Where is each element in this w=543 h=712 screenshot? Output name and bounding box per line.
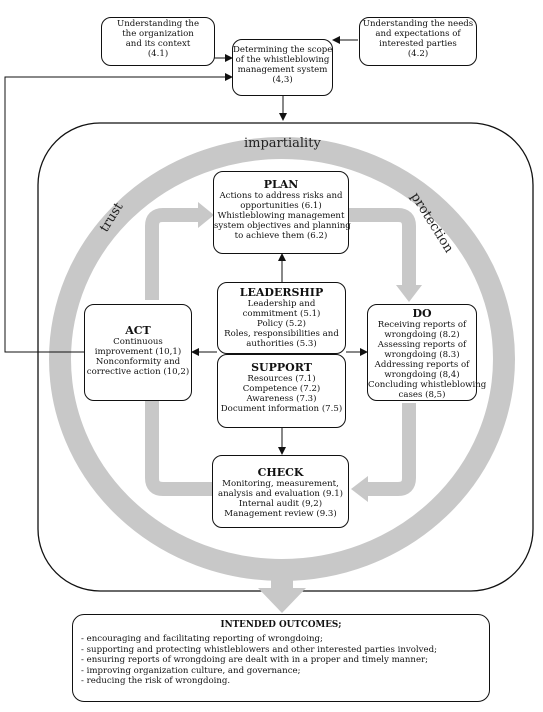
do-line: cases (8,5) xyxy=(398,390,446,400)
do-box: DO Receiving reports of wrongdoing (8.2)… xyxy=(367,304,487,401)
scope-line: of the whistleblowing xyxy=(235,55,330,65)
outcomes-title: INTENDED OUTCOMES; xyxy=(220,620,342,630)
interested-parties-line: interested parties xyxy=(379,39,457,49)
interested-parties-line: and expectations of xyxy=(375,29,461,39)
org-context-line: (4.1) xyxy=(147,49,169,59)
check-line: Management review (9.3) xyxy=(224,509,337,519)
support-line: Resources (7.1) xyxy=(247,374,316,384)
leadership-title: LEADERSHIP xyxy=(239,286,324,299)
org-context-line: and its context xyxy=(125,39,191,49)
check-title: CHECK xyxy=(257,466,304,479)
do-line: wrongdoing (8.2) xyxy=(384,330,460,340)
support-box: SUPPORT Resources (7.1) Competence (7.2)… xyxy=(217,354,346,428)
do-line: Receiving reports of xyxy=(377,320,467,330)
plan-line: Actions to address risks and xyxy=(219,191,343,201)
act-line: improvement (10,1) xyxy=(94,347,182,357)
outcome-item: - encouraging and facilitating reporting… xyxy=(81,634,323,644)
leadership-line: Policy (5.2) xyxy=(257,319,306,329)
interested-parties-line: Understanding the needs xyxy=(362,19,474,29)
act-title: ACT xyxy=(125,324,151,337)
act-line: Nonconformity and xyxy=(95,357,181,367)
outcome-item: - supporting and protecting whistleblowe… xyxy=(81,644,438,655)
support-line: Document information (7.5) xyxy=(220,404,343,414)
leadership-line: Roles, responsibilities and xyxy=(224,329,339,339)
act-line: Continuous xyxy=(113,337,163,347)
pdca-cycle-arrows xyxy=(145,208,416,496)
act-feedback-line xyxy=(4,73,233,353)
support-line: Competence (7.2) xyxy=(242,384,321,394)
do-line: wrongdoing (8,4) xyxy=(384,370,460,380)
do-to-check-arrow xyxy=(368,403,416,496)
plan-to-do-arrow xyxy=(348,208,416,285)
interested-parties-line: (4.2) xyxy=(407,49,429,59)
ring-label-impartiality: impartiality xyxy=(244,136,321,151)
plan-line: to achieve them (6.2) xyxy=(234,231,328,241)
do-line: Addressing reports of xyxy=(374,360,470,370)
act-line: corrective action (10,2) xyxy=(86,367,190,377)
plan-line: system objectives and planning xyxy=(214,221,351,231)
plan-line: Whistleblowing management xyxy=(217,211,345,221)
do-line: Assessing reports of xyxy=(377,340,467,350)
do-to-check-head xyxy=(351,476,368,502)
check-line: analysis and evaluation (9.1) xyxy=(217,489,344,499)
act-box: ACT Continuous improvement (10,1) Noncon… xyxy=(84,304,192,401)
do-line: Concluding whistleblowing xyxy=(368,380,487,390)
leadership-line: authorities (5.3) xyxy=(246,339,317,349)
check-to-act-arrow xyxy=(145,387,212,496)
leadership-line: commitment (5.1) xyxy=(242,309,321,319)
scope-box: Determining the scope of the whistleblow… xyxy=(232,39,333,96)
intended-outcomes-box: INTENDED OUTCOMES; - encouraging and fac… xyxy=(72,614,490,702)
interested-parties-box: Understanding the needs and expectations… xyxy=(359,17,477,66)
do-line: wrongdoing (8.3) xyxy=(384,350,460,360)
act-to-plan-head xyxy=(198,202,214,228)
plan-title: PLAN xyxy=(263,178,299,191)
org-context-line: the organization xyxy=(122,29,194,39)
plan-line: opportunities (6.1) xyxy=(240,201,322,211)
support-title: SUPPORT xyxy=(251,361,312,374)
check-line: Monitoring, measurement, xyxy=(222,479,339,489)
scope-line: (4,3) xyxy=(272,75,293,85)
org-context-box: Understanding the the organization and i… xyxy=(101,17,215,66)
outcome-item: - improving organization culture, and go… xyxy=(81,665,301,676)
do-title: DO xyxy=(412,307,432,320)
scope-line: management system xyxy=(237,65,328,75)
act-to-plan-arrow xyxy=(145,208,198,300)
leadership-line: Leadership and xyxy=(247,299,316,309)
check-line: Internal audit (9,2) xyxy=(238,499,323,509)
check-box: CHECK Monitoring, measurement, analysis … xyxy=(212,455,349,528)
outcome-item: - reducing the risk of wrongdoing. xyxy=(81,676,231,687)
outcome-item: - ensuring reports of wrongdoing are dea… xyxy=(81,655,429,666)
leadership-box: LEADERSHIP Leadership and commitment (5.… xyxy=(217,282,346,354)
support-line: Awareness (7.3) xyxy=(246,394,317,404)
plan-to-do-head xyxy=(396,285,422,302)
scope-line: Determining the scope xyxy=(233,45,333,55)
outcomes-flow-arrow xyxy=(258,570,306,613)
plan-box: PLAN Actions to address risks and opport… xyxy=(213,171,351,254)
org-context-line: Understanding the xyxy=(116,19,200,29)
